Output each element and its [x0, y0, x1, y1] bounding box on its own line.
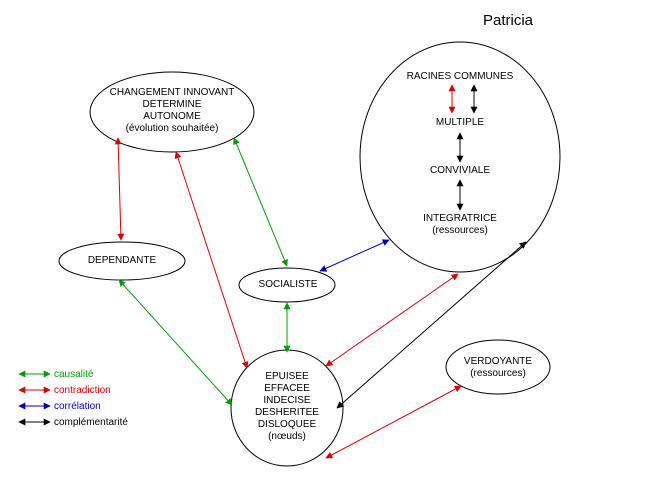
legend-arrow-causalite [18, 370, 51, 378]
legend-item-causalite: causalité [16, 366, 128, 382]
link-dependante-epuisee [118, 279, 233, 406]
conviviale-label: CONVIVIALE [430, 165, 490, 177]
epuisee-line-1: EPUISEE [265, 371, 309, 382]
dependante-line-1: DEPENDANTE [87, 255, 157, 266]
link-epuisee-verdoyante [325, 385, 462, 459]
verdoyante-label: VERDOYANTE (ressources) [464, 356, 532, 380]
link-changement-socialiste [233, 137, 288, 267]
epuisee-line-4: DESHERITEE [255, 407, 319, 418]
multiple-line-1: MULTIPLE [435, 117, 485, 128]
diagram-title: Patricia [483, 12, 534, 29]
link-socialiste-racines [319, 239, 390, 272]
verdoyante-line-1: VERDOYANTE [463, 356, 533, 367]
changement-line-2: DETERMINE [142, 99, 202, 110]
verdoyante-line-2: (ressources) [470, 368, 526, 379]
changement-line-4: (évolution souhaitée) [125, 123, 219, 134]
legend-arrow-complementarite [18, 418, 51, 426]
legend-item-complementarite: complémentarité [16, 414, 128, 430]
link-changement-epuisee [174, 151, 249, 369]
legend-label-correlation: corrélation [54, 400, 101, 412]
link-epuisee-integratrice [336, 241, 527, 409]
conviviale-line-1: CONVIVIALE [429, 165, 491, 176]
changement-line-3: AUTONOME [143, 111, 201, 122]
epuisee-line-6: (nœuds) [268, 431, 306, 442]
legend-item-correlation: corrélation [16, 398, 128, 414]
link-epuisee-racines [325, 273, 459, 367]
integratrice-line-1: INTEGRATRICE [423, 213, 497, 224]
legend-item-contradiction: contradiction [16, 382, 128, 398]
epuisee-line-2: EFFACEE [264, 383, 310, 394]
dependante-label: DEPENDANTE [88, 255, 156, 267]
racines-communes-label: RACINES COMMUNES [407, 71, 514, 83]
legend-arrow-contradiction [18, 386, 51, 394]
legend-arrow-correlation [18, 402, 51, 410]
changement-label: CHANGEMENT INNOVANT DETERMINE AUTONOME (… [110, 87, 235, 135]
socialiste-label: SOCIALISTE [259, 279, 318, 291]
integratrice-label: INTEGRATRICE (ressources) [423, 213, 497, 237]
epuisee-label: EPUISEE EFFACEE INDECISE DESHERITEE DISL… [255, 371, 319, 443]
epuisee-line-5: DISLOQUEE [257, 419, 317, 430]
socialiste-line-1: SOCIALISTE [258, 279, 318, 290]
legend-label-complementarite: complémentarité [54, 416, 128, 428]
legend: causalité contradiction corrélation comp… [16, 366, 128, 430]
epuisee-line-3: INDECISE [263, 395, 311, 406]
changement-line-1: CHANGEMENT INNOVANT [109, 87, 235, 98]
legend-label-contradiction: contradiction [54, 384, 111, 396]
link-changement-dependante [114, 137, 125, 241]
integratrice-line-2: (ressources) [432, 225, 488, 236]
changement-node [89, 71, 255, 153]
legend-label-causalite: causalité [54, 368, 94, 380]
links [114, 84, 527, 459]
racines-communes-line-1: RACINES COMMUNES [406, 71, 514, 82]
multiple-label: MULTIPLE [436, 117, 484, 129]
